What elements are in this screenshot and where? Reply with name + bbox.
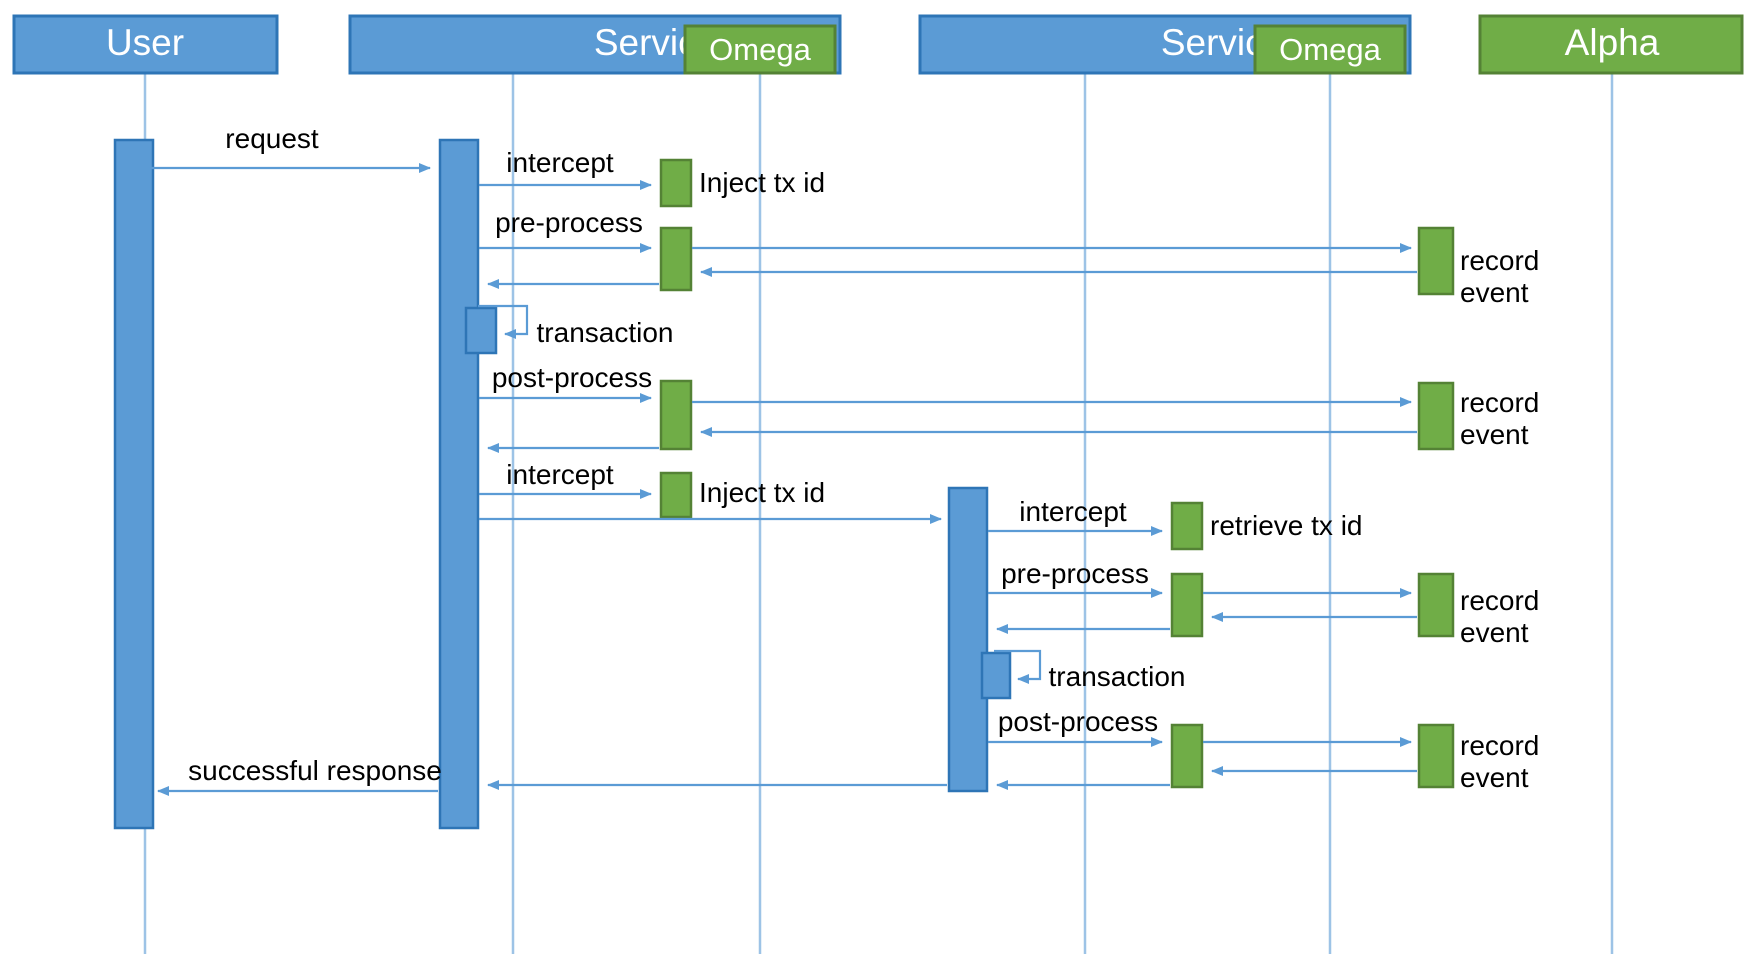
message-label-pre-process-a: pre-process: [495, 207, 643, 238]
activation-alpha-1: [1417, 226, 1455, 296]
participant-headers: User Service A Omega Service B Omega Alp…: [12, 14, 1744, 75]
note-record-1: record: [1460, 245, 1539, 276]
note-event-3: event: [1460, 617, 1529, 648]
message-labels: request intercept pre-process transactio…: [188, 123, 1185, 786]
participant-box-user[interactable]: [12, 14, 279, 75]
activation-service-b: [947, 486, 989, 793]
note-record-2: record: [1460, 387, 1539, 418]
arrow-transaction-b: [994, 649, 1042, 684]
lifelines: [143, 73, 1614, 954]
activation-omega-a-2: [659, 226, 693, 292]
note-event-4: event: [1460, 762, 1529, 793]
activation-omega-b-3: [1170, 723, 1204, 789]
message-label-request: request: [225, 123, 319, 154]
message-label-post-process-b: post-process: [998, 706, 1158, 737]
activation-user: [113, 138, 155, 830]
message-label-pre-process-b: pre-process: [1001, 558, 1149, 589]
note-retrieve-tx-id: retrieve tx id: [1210, 510, 1363, 541]
activation-service-b-self: [980, 651, 1012, 700]
activation-omega-a-4: [659, 471, 693, 519]
message-label-intercept-a-2: intercept: [506, 459, 614, 490]
note-event-1: event: [1460, 277, 1529, 308]
activation-omega-b-2: [1170, 572, 1204, 638]
participant-label-user: User: [106, 22, 184, 63]
activation-service-a-self: [464, 306, 498, 355]
note-inject-tx-id-a-2: Inject tx id: [699, 477, 825, 508]
message-label-intercept-b: intercept: [1019, 496, 1127, 527]
participant-label-omega-b: Omega: [1279, 32, 1381, 67]
participant-box-omega-a[interactable]: [683, 24, 837, 75]
note-event-2: event: [1460, 419, 1529, 450]
activation-alpha-2: [1417, 381, 1455, 451]
note-record-4: record: [1460, 730, 1539, 761]
activation-alpha-3: [1417, 572, 1455, 638]
activation-omega-a-3: [659, 379, 693, 451]
message-label-successful-response: successful response: [188, 755, 442, 786]
note-record-3: record: [1460, 585, 1539, 616]
activation-service-a: [438, 138, 480, 830]
message-label-transaction-a: transaction: [537, 317, 674, 348]
notes: Inject tx id Inject tx id retrieve tx id…: [699, 167, 1539, 793]
participant-box-omega-b[interactable]: [1253, 24, 1407, 75]
message-label-intercept-a: intercept: [506, 147, 614, 178]
activation-omega-b-1: [1170, 501, 1204, 551]
arrow-transaction-a: [478, 304, 529, 339]
message-label-post-process-a: post-process: [492, 362, 652, 393]
activation-bars: [113, 138, 1455, 830]
message-arrows: [147, 163, 1417, 796]
participant-label-alpha: Alpha: [1565, 22, 1660, 63]
activation-omega-a-1: [659, 158, 693, 208]
participant-box-alpha[interactable]: [1478, 14, 1744, 75]
message-label-transaction-b: transaction: [1049, 661, 1186, 692]
note-inject-tx-id-a: Inject tx id: [699, 167, 825, 198]
participant-label-omega-a: Omega: [709, 32, 811, 67]
activation-alpha-4: [1417, 723, 1455, 789]
